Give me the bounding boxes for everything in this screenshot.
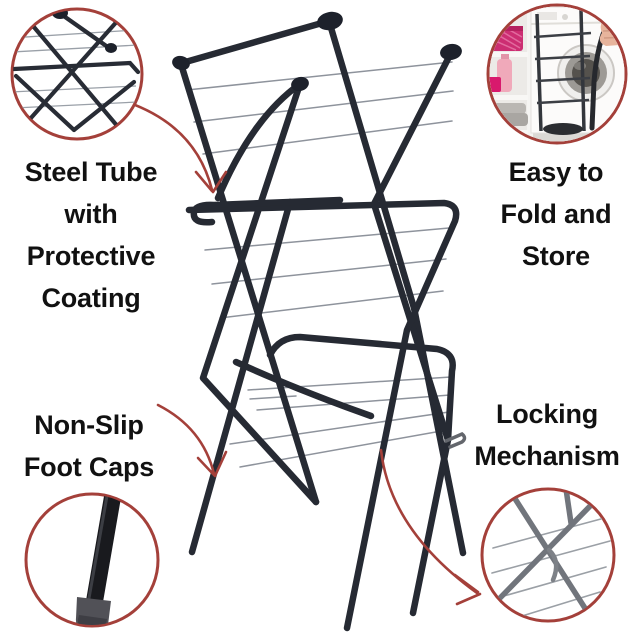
feature-label-fold-store: Easy to Fold and Store	[500, 157, 612, 271]
locking-mechanism-closeup-icon	[491, 490, 613, 620]
inset-locking-mechanism	[480, 487, 616, 623]
feature-label-locking: Locking Mechanism	[474, 399, 620, 471]
arrow-steel-tube	[125, 100, 228, 194]
arrow-foot-caps	[156, 403, 228, 478]
magenta-box	[489, 77, 501, 92]
feature-label-foot-caps: Non-Slip Foot Caps	[23, 410, 155, 482]
airer-product-photo	[172, 11, 467, 632]
corner-caps	[172, 11, 462, 92]
locking-hook	[444, 431, 467, 449]
yellow-item	[489, 131, 497, 142]
arrow-locking-mechanism	[379, 448, 482, 606]
washing-machine	[530, 6, 625, 134]
inset-steel-tube	[10, 7, 144, 141]
inset-folded-airer	[486, 3, 628, 145]
steel-tube-closeup-icon	[13, 10, 141, 137]
foot-cap-closeup-icon	[75, 495, 122, 625]
lock-pin	[546, 547, 559, 583]
gray-box-top	[493, 103, 526, 114]
inset-circle-border	[10, 7, 144, 141]
inset-foot-cap	[24, 492, 160, 628]
steel-frame-tubes	[177, 17, 467, 632]
inset-circle-border	[24, 492, 160, 628]
feature-label-steel-tube: Steel Tube with Protective Coating	[24, 157, 158, 313]
